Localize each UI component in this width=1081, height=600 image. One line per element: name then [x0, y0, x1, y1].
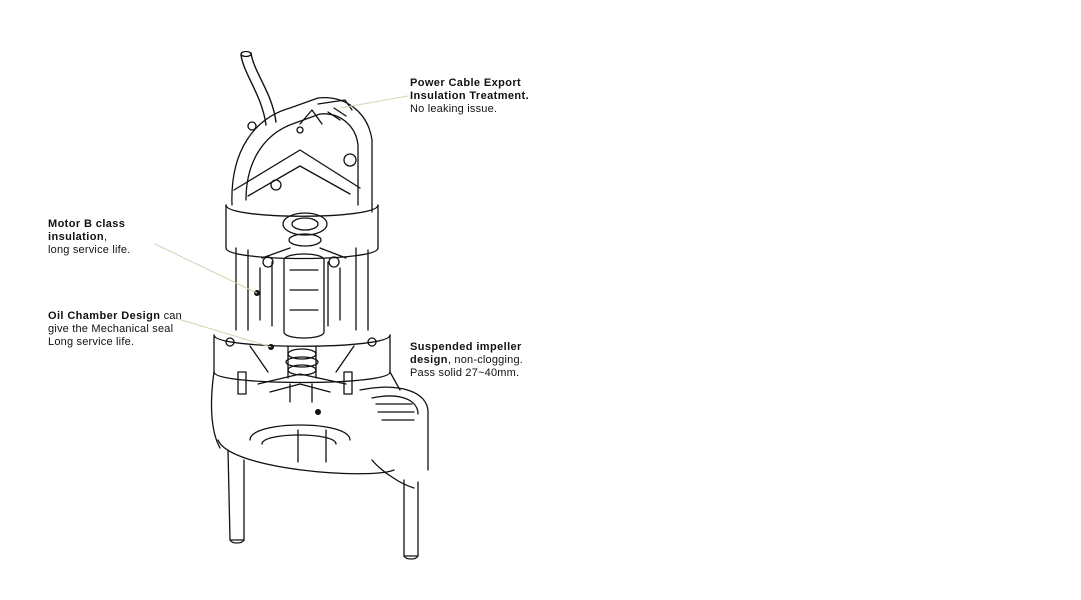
- motor-stator: [235, 247, 369, 339]
- power-cable-title-2: Insulation Treatment.: [410, 90, 530, 102]
- power-cable: [240, 50, 277, 126]
- oil-chamber-can: can: [160, 310, 182, 322]
- top-handle: [231, 97, 373, 213]
- leader-motor: [154, 243, 258, 294]
- impeller-non-clogging: , non-clogging.: [447, 354, 524, 366]
- oil-chamber-seal: [213, 334, 391, 395]
- marker-impeller: [315, 409, 321, 415]
- impeller-title-2: design: [410, 354, 448, 366]
- callout-impeller: Suspended impeller design, non-clogging.…: [410, 341, 523, 380]
- motor-comma: ,: [103, 231, 108, 243]
- motor-title: Motor B class: [48, 218, 126, 230]
- impeller-note: Pass solid 27~40mm.: [410, 367, 520, 379]
- motor-note: long service life.: [48, 244, 131, 256]
- oil-chamber-title: Oil Chamber Design: [48, 310, 161, 322]
- callout-oil-chamber: Oil Chamber Design can give the Mechanic…: [48, 310, 182, 349]
- oil-chamber-note-1: give the Mechanical seal: [48, 323, 174, 335]
- oil-chamber-note-2: Long service life.: [48, 336, 135, 348]
- pump-legs: [227, 449, 419, 560]
- callout-power-cable: Power Cable Export Insulation Treatment.…: [410, 77, 529, 116]
- impeller-volute: [210, 371, 429, 489]
- leader-lines: [154, 95, 409, 348]
- motor-housing-top: [225, 149, 379, 260]
- leader-power-cable: [339, 95, 409, 109]
- leader-oil-chamber: [174, 317, 272, 348]
- power-cable-note: No leaking issue.: [410, 103, 498, 115]
- callout-motor: Motor B class insulation, long service l…: [48, 218, 130, 257]
- power-cable-title-1: Power Cable Export: [410, 77, 522, 89]
- impeller-title: Suspended impeller: [410, 341, 522, 353]
- motor-title-2: insulation: [48, 231, 104, 243]
